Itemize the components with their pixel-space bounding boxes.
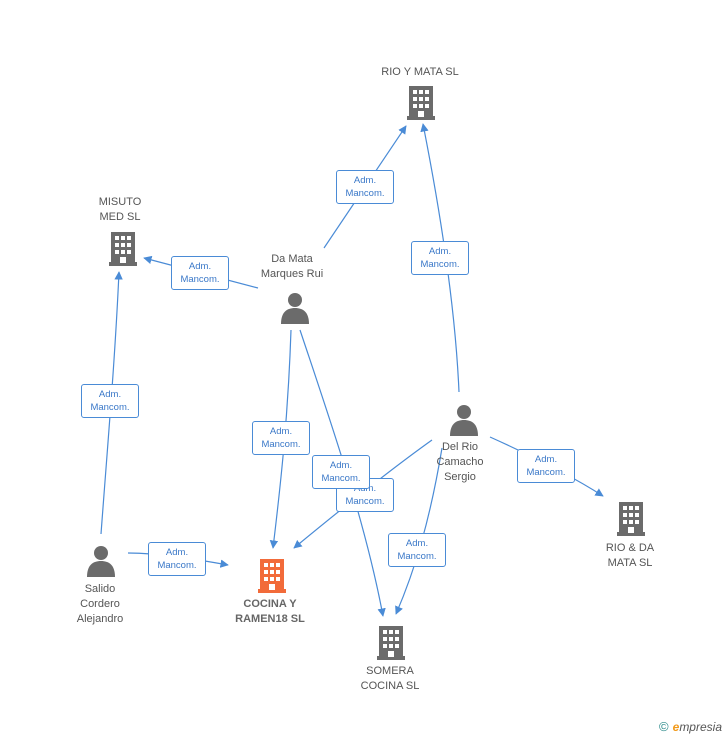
- brand-name: mpresia: [679, 720, 722, 734]
- edge-label-salido-cocina: Adm. Mancom.: [148, 542, 206, 576]
- edge-label-del-rio-somera: Adm. Mancom.: [388, 533, 446, 567]
- person-icon[interactable]: [280, 292, 310, 324]
- person-icon[interactable]: [86, 545, 116, 577]
- node-label-misuto: MISUTO MED SL: [98, 196, 142, 223]
- edge-label-da-mata-somera: Adm. Mancom.: [312, 455, 370, 489]
- node-label-rio-y-mata: RIO Y MATA SL: [381, 66, 459, 78]
- copyright-symbol: ©: [659, 719, 669, 734]
- edge-label-del-rio-rio-da-mata: Adm. Mancom.: [517, 449, 575, 483]
- person-icon[interactable]: [449, 404, 479, 436]
- node-label-da-mata: Da Mata Marques Rui: [260, 253, 324, 280]
- building-icon[interactable]: [615, 500, 647, 536]
- edge-label-da-mata-misuto: Adm. Mancom.: [171, 256, 229, 290]
- building-icon[interactable]: [405, 84, 437, 120]
- node-label-cocina-ramen: COCINA Y RAMEN18 SL: [235, 598, 305, 625]
- building-icon[interactable]: [107, 230, 139, 266]
- node-label-rio-da-mata: RIO & DA MATA SL: [605, 542, 655, 569]
- brand-watermark: ©empresia: [659, 719, 722, 734]
- node-label-del-rio: Del Rio Camacho Sergio: [436, 441, 484, 483]
- edge-label-da-mata-cocina: Adm. Mancom.: [252, 421, 310, 455]
- edge-label-del-rio-rio-y-mata: Adm. Mancom.: [411, 241, 469, 275]
- brand-initial: e: [672, 720, 680, 734]
- edge-label-da-mata-rio-y-mata: Adm. Mancom.: [336, 170, 394, 204]
- building-icon[interactable]: [375, 624, 407, 660]
- node-label-salido: Salido Cordero Alejandro: [76, 583, 124, 625]
- edge-label-salido-misuto: Adm. Mancom.: [81, 384, 139, 418]
- node-label-somera: SOMERA COCINA SL: [360, 665, 420, 692]
- building-icon[interactable]: [256, 557, 288, 593]
